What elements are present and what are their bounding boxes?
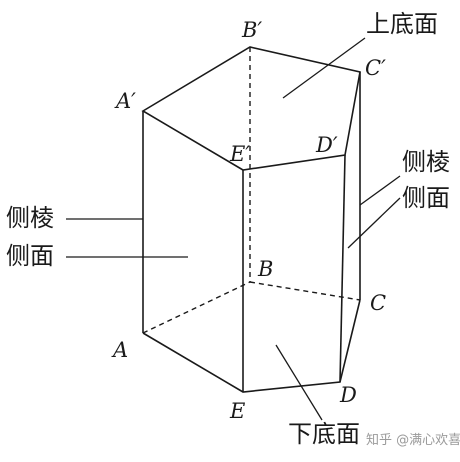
top-base-pentagon [141, 46, 361, 171]
label-lateral-edge-right: 侧棱 [402, 148, 450, 176]
label-bottom-base: 下底面 [288, 420, 360, 448]
label-top-base: 上底面 [366, 10, 438, 38]
watermark-text: 知乎 @满心欢喜 [366, 432, 460, 448]
leader-bottom-base [275, 344, 323, 421]
label-lateral-face-left: 侧面 [6, 242, 54, 270]
leader-lateral-edge-right [359, 175, 401, 206]
vertex-label-A: A [111, 338, 128, 362]
lateral-edge-DD-prime [339, 154, 346, 383]
vertex-label-C-prime: C′ [365, 56, 386, 80]
hidden-edge-AB [142, 281, 251, 334]
label-lateral-edge-left: 侧棱 [6, 204, 54, 232]
vertex-label-B-prime: B′ [241, 18, 262, 42]
vertex-label-C: C [370, 291, 386, 315]
vertex-label-A-prime: A′ [114, 89, 136, 113]
vertex-label-E-prime: E′ [229, 142, 250, 166]
leader-lateral-face-right [347, 197, 401, 249]
label-lateral-face-right: 侧面 [402, 184, 450, 212]
vertex-label-D: D [339, 383, 357, 407]
hidden-edge-BC [249, 281, 361, 301]
vertex-label-E: E [229, 399, 245, 423]
vertex-label-D-prime: D′ [315, 133, 338, 157]
bottom-base-visible-edges [142, 299, 361, 393]
leader-top-base [282, 37, 366, 99]
vertex-label-B: B [257, 257, 273, 281]
